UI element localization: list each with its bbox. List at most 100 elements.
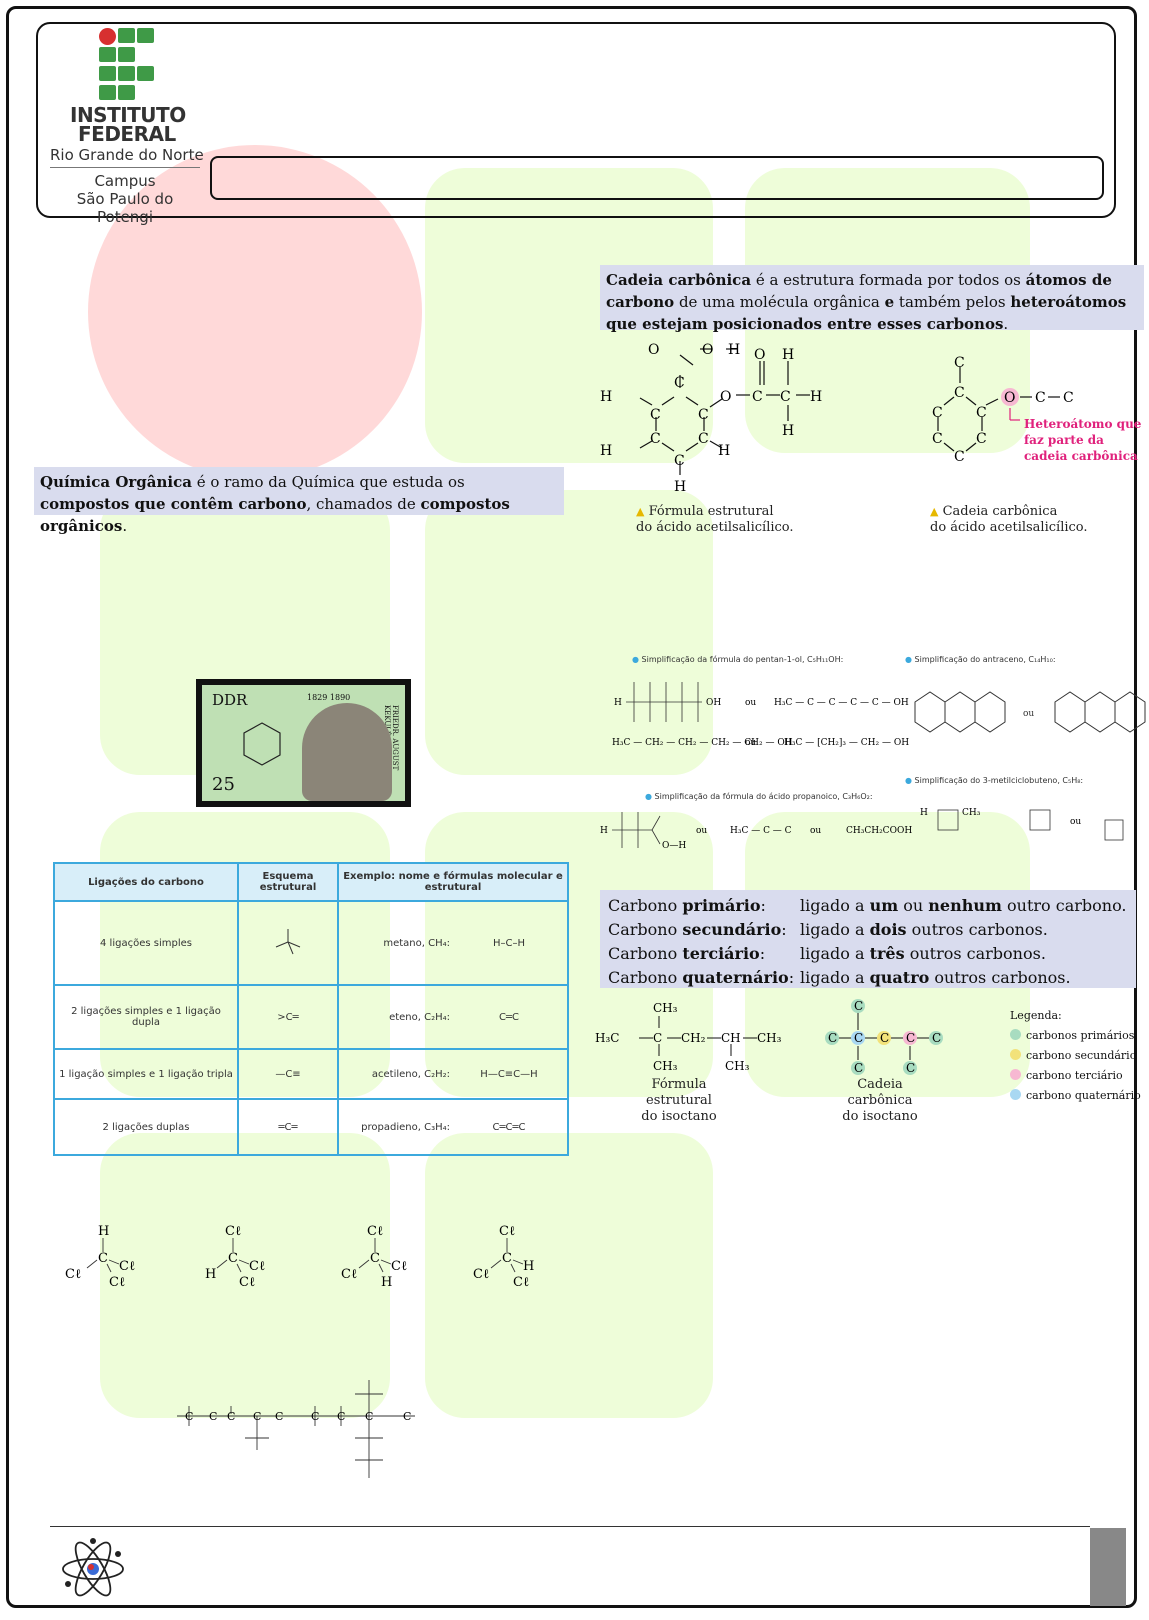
legend-item: carbono secundário xyxy=(1010,1046,1141,1066)
svg-text:C: C xyxy=(828,1031,837,1045)
svg-text:H: H xyxy=(523,1259,534,1274)
svg-text:Cℓ: Cℓ xyxy=(65,1267,81,1282)
stamp-country: DDR xyxy=(212,691,248,709)
svg-text:C: C xyxy=(228,1251,238,1266)
svg-text:CH₃: CH₃ xyxy=(653,1059,678,1073)
background-circle xyxy=(88,145,422,479)
campus-name: Campus São Paulo do Potengi xyxy=(76,172,174,226)
svg-text:Cℓ: Cℓ xyxy=(341,1267,357,1282)
stamp-value: 25 xyxy=(212,774,235,795)
svg-text:C: C xyxy=(1063,390,1074,406)
svg-text:C: C xyxy=(1035,390,1046,406)
definition-cadeia-carbonica: Cadeia carbônica é a estrutura formada p… xyxy=(600,265,1144,333)
svg-text:H₃C — C — C — C — C — OH: H₃C — C — C — C — C — OH xyxy=(774,698,909,708)
svg-text:C: C xyxy=(854,1031,863,1045)
footer-divider xyxy=(50,1526,1090,1527)
svg-text:C: C xyxy=(932,405,943,421)
svg-text:H: H xyxy=(600,389,612,405)
svg-text:H: H xyxy=(674,479,686,495)
heteroatom-chain: O C C xyxy=(1001,388,1074,421)
svg-text:H₃C — C — C: H₃C — C — C xyxy=(730,826,792,836)
stamp-years: 1829 1890 xyxy=(307,693,351,702)
svg-text:Cℓ: Cℓ xyxy=(391,1259,407,1274)
background-shape xyxy=(425,490,713,775)
svg-text:C: C xyxy=(209,1410,217,1423)
classification-row: Carbono terciário:ligado a três outros c… xyxy=(608,944,1046,963)
svg-text:CH₃CH₂COOH: CH₃CH₂COOH xyxy=(846,826,912,836)
svg-text:ou: ou xyxy=(745,738,756,748)
svg-text:H₃C — CH₂ — CH₂ — CH₂ — CH₂ —: H₃C — CH₂ — CH₂ — CH₂ — CH₂ — OH xyxy=(612,738,793,748)
svg-text:Cℓ: Cℓ xyxy=(367,1224,383,1239)
page-frame xyxy=(6,6,1137,1608)
svg-text:Cℓ: Cℓ xyxy=(513,1275,529,1290)
background-shape xyxy=(425,1133,713,1418)
svg-text:C: C xyxy=(932,431,943,447)
svg-text:C: C xyxy=(403,1410,411,1423)
svg-text:C: C xyxy=(752,389,763,405)
institution-name: INSTITUTO FEDERAL xyxy=(70,103,186,146)
svg-text:C: C xyxy=(365,1410,373,1423)
svg-text:Cℓ: Cℓ xyxy=(499,1224,515,1239)
header-box xyxy=(36,22,1116,218)
svg-text:Cℓ: Cℓ xyxy=(239,1275,255,1290)
svg-text:H: H xyxy=(98,1224,109,1239)
svg-text:H: H xyxy=(614,698,622,708)
logo-divider xyxy=(50,167,200,168)
table-header: Esquema estrutural xyxy=(237,862,339,902)
legend-item: carbono quaternário xyxy=(1010,1086,1141,1106)
antraceno-structure: ou xyxy=(914,691,1146,733)
svg-text:C: C xyxy=(311,1410,319,1423)
svg-text:O: O xyxy=(648,342,659,358)
svg-text:CH₃: CH₃ xyxy=(725,1059,750,1073)
svg-text:CH₂: CH₂ xyxy=(681,1031,706,1045)
svg-text:C: C xyxy=(502,1251,512,1266)
svg-text:Cℓ: Cℓ xyxy=(249,1259,265,1274)
svg-text:ou: ou xyxy=(745,698,756,708)
svg-text:H₃C: H₃C xyxy=(595,1031,619,1045)
table-row: 2 ligações duplas ═C═ propadieno, C₃H₄: … xyxy=(53,1098,569,1156)
isoctane-legend: Legenda: carbonos primários carbono secu… xyxy=(1010,1006,1141,1106)
svg-text:C: C xyxy=(698,431,709,447)
svg-text:C: C xyxy=(906,1061,915,1075)
caption-formula-acetil: ▲ Fórmula estrutural do ácido acetilsali… xyxy=(636,504,794,535)
table-header: Ligações do carbono xyxy=(53,862,239,902)
svg-text:H₃C — [CH₂]₃ — CH₂ — OH: H₃C — [CH₂]₃ — CH₂ — OH xyxy=(784,738,909,748)
svg-text:C: C xyxy=(976,405,987,421)
svg-text:H: H xyxy=(810,389,822,405)
table-row: 2 ligações simples e 1 ligação dupla >C═… xyxy=(53,984,569,1050)
label-propanoico: ● Simplificação da fórmula do ácido prop… xyxy=(645,792,873,801)
svg-text:H: H xyxy=(920,808,928,818)
svg-text:C: C xyxy=(854,1061,863,1075)
svg-text:CH: CH xyxy=(721,1031,741,1045)
svg-text:C: C xyxy=(650,431,661,447)
svg-text:C: C xyxy=(880,1031,889,1045)
atom-icon xyxy=(62,1538,124,1597)
svg-text:H: H xyxy=(600,443,612,459)
svg-text:C: C xyxy=(337,1410,345,1423)
svg-text:Cℓ: Cℓ xyxy=(119,1259,135,1274)
svg-text:C: C xyxy=(253,1410,261,1423)
kekule-stamp: DDR 25 1829 1890 FRIEDR. AUGUST KEKULÉ xyxy=(196,679,411,807)
svg-text:H: H xyxy=(205,1267,216,1282)
svg-text:CH₃: CH₃ xyxy=(962,808,981,818)
classification-row: Carbono primário:ligado a um ou nenhum o… xyxy=(608,896,1127,915)
svg-text:C: C xyxy=(954,449,965,465)
svg-text:ou: ou xyxy=(810,826,821,836)
svg-text:C: C xyxy=(650,407,661,423)
svg-text:O: O xyxy=(754,347,765,363)
svg-text:C: C xyxy=(275,1410,283,1423)
label-antraceno: ● Simplificação do antraceno, C₁₄H₁₀: xyxy=(905,655,1056,664)
svg-text:C: C xyxy=(370,1251,380,1266)
svg-text:ou: ou xyxy=(696,826,707,836)
svg-text:C: C xyxy=(674,375,685,391)
svg-text:CH₃: CH₃ xyxy=(653,1001,678,1015)
svg-text:H: H xyxy=(782,423,794,439)
stamp-portrait xyxy=(302,703,392,801)
legend-item: carbono terciário xyxy=(1010,1066,1141,1086)
header-title-field xyxy=(210,156,1104,200)
